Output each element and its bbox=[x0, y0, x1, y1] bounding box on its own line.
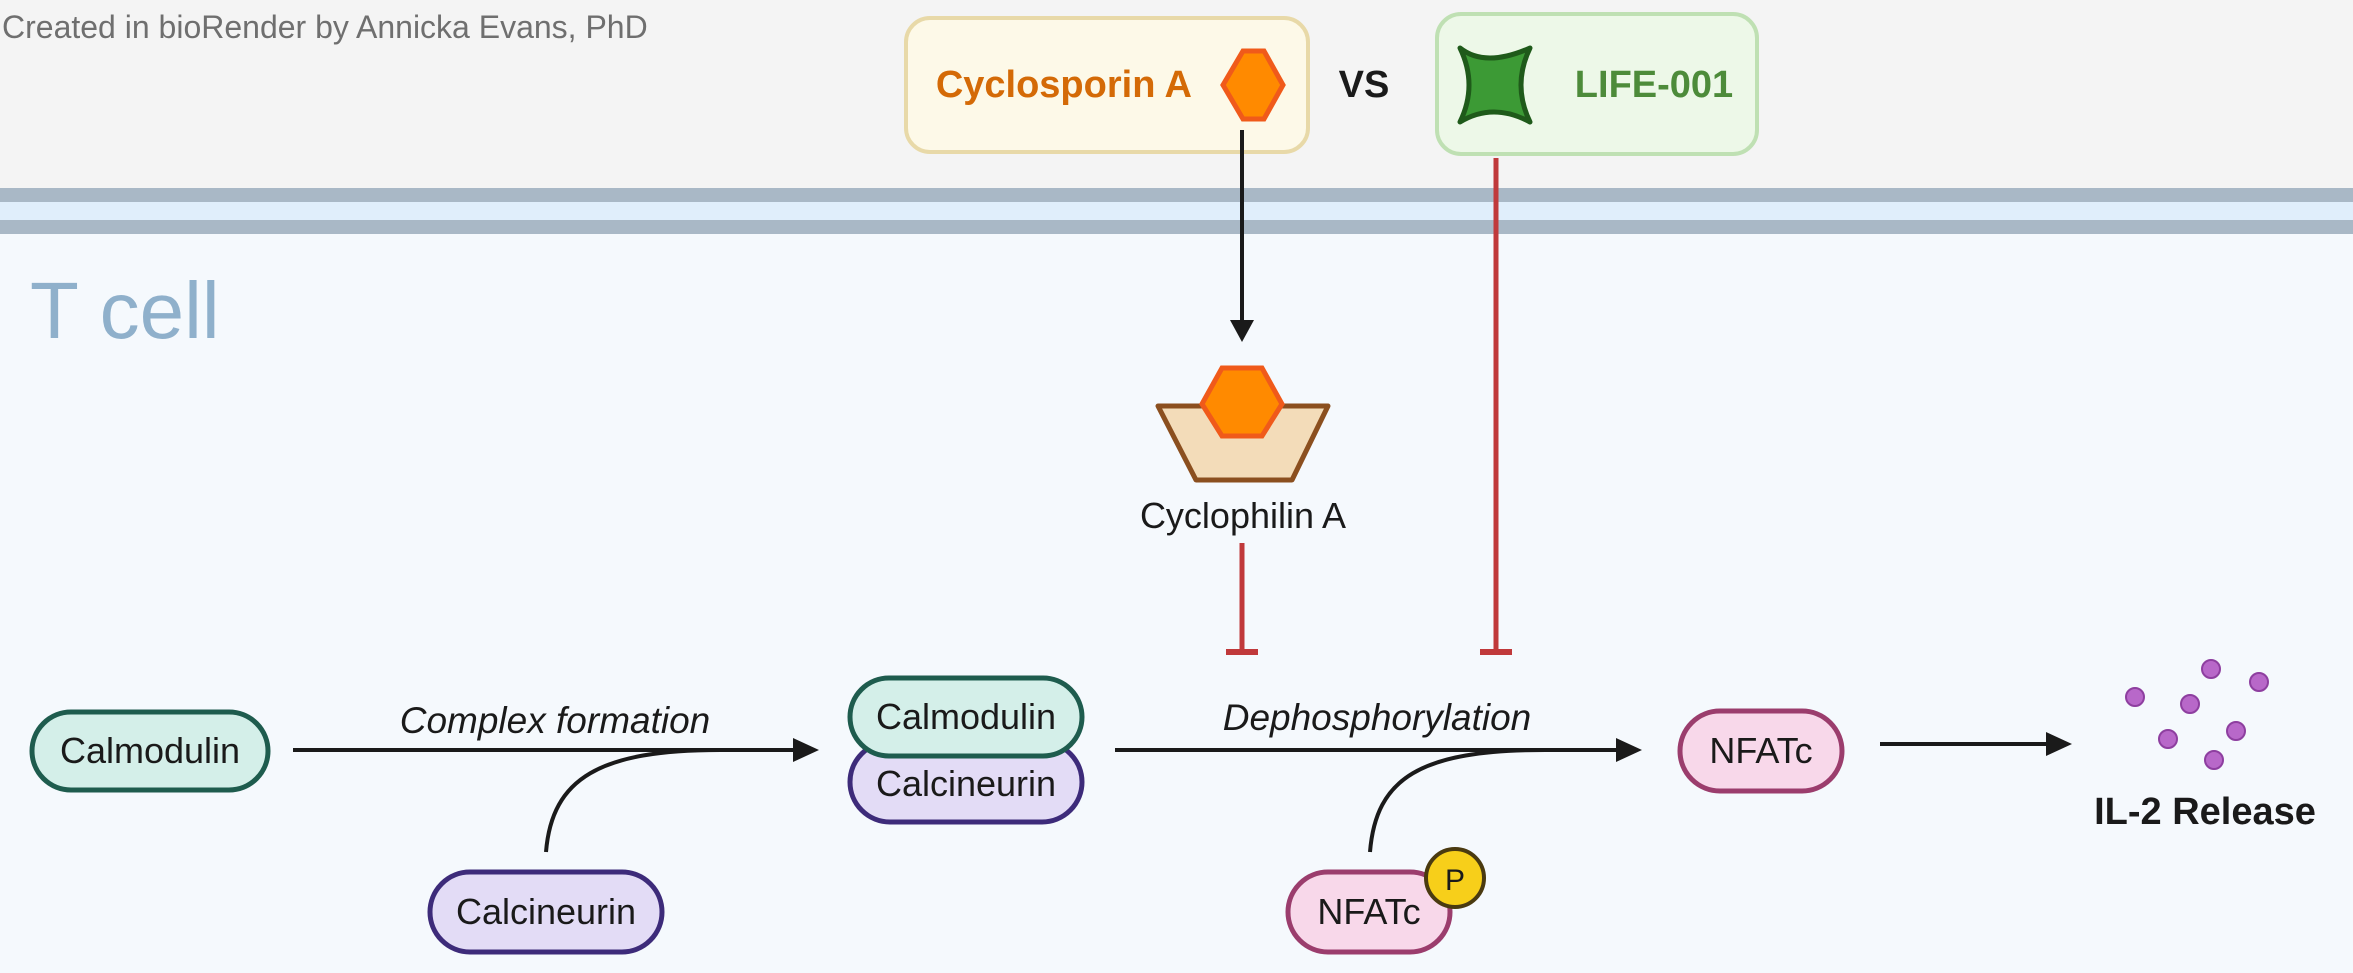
calcineurin-join-curve bbox=[544, 748, 721, 853]
cell-label: T cell bbox=[30, 266, 220, 355]
bound-cyclosporin-hexagon-icon bbox=[1199, 365, 1285, 439]
calmodulin-calcineurin-complex: Calmodulin Calcineurin bbox=[847, 675, 1085, 825]
dephosphorylation-label: Dephosphorylation bbox=[1223, 697, 1532, 738]
cyclophilin-a-label: Cyclophilin A bbox=[1140, 495, 1346, 536]
phosphate-label: P bbox=[1445, 864, 1465, 897]
il2-arrowhead bbox=[2046, 732, 2072, 756]
nfatc-phos-label: NFATc bbox=[1317, 891, 1420, 932]
cell-interior bbox=[0, 230, 2353, 973]
nfatc-join-curve bbox=[1368, 748, 1546, 853]
calmodulin-label: Calmodulin bbox=[60, 730, 240, 771]
life-001-label: LIFE-001 bbox=[1575, 64, 1733, 106]
il2-release-label: IL-2 Release bbox=[2094, 791, 2316, 833]
cyclosporin-a-label: Cyclosporin A bbox=[936, 64, 1192, 106]
calcineurin-label: Calcineurin bbox=[456, 891, 636, 932]
complex-calmodulin-shape bbox=[847, 675, 1085, 759]
il2-particles-icon bbox=[2125, 659, 2269, 770]
complex-calcineurin-label: Calcineurin bbox=[876, 763, 1056, 804]
complex-calmodulin-label: Calmodulin bbox=[876, 696, 1056, 737]
cyclosporin-arrowhead bbox=[1230, 320, 1254, 342]
vs-label: VS bbox=[1339, 64, 1390, 106]
cell-membrane bbox=[0, 188, 2353, 234]
cyclophilin-a-complex bbox=[1155, 365, 1331, 483]
nfatc-node: NFATc bbox=[1677, 708, 1845, 794]
life-001-star-icon bbox=[1457, 45, 1533, 125]
calcineurin-node: Calcineurin bbox=[427, 869, 665, 955]
life-001-box: LIFE-001 bbox=[1435, 12, 1759, 156]
cyclosporin-a-box: Cyclosporin A bbox=[904, 16, 1310, 154]
nfatc-phosphorylated-node: NFATc P bbox=[1285, 847, 1486, 955]
phosphate-group-icon bbox=[1424, 847, 1486, 909]
complex-formation-arrowhead bbox=[793, 738, 819, 762]
credit-text: Created in bioRender by Annicka Evans, P… bbox=[2, 9, 648, 45]
cyclosporin-hexagon-icon bbox=[1220, 48, 1286, 122]
calmodulin-node: Calmodulin bbox=[29, 709, 271, 793]
nfatc-label: NFATc bbox=[1709, 730, 1812, 771]
complex-formation-label: Complex formation bbox=[400, 700, 711, 741]
dephosphorylation-arrowhead bbox=[1616, 738, 1642, 762]
